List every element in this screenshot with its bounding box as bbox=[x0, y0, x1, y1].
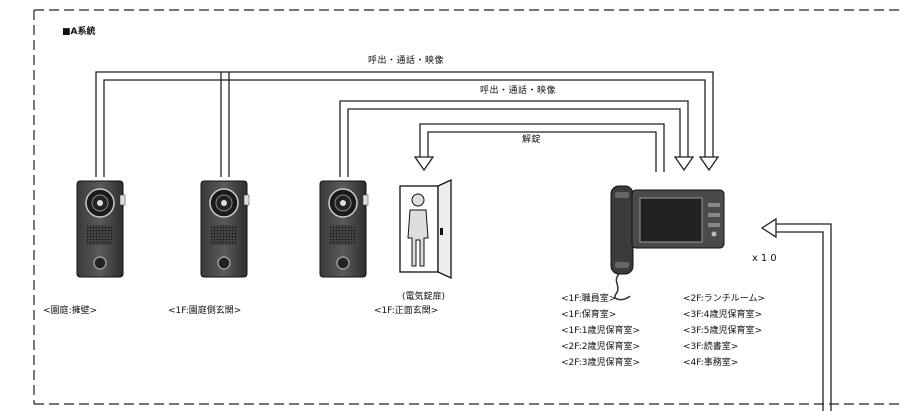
link-call-video-1 bbox=[95, 71, 720, 177]
handset-cord-icon bbox=[614, 273, 631, 301]
caption-garden-wall: <園庭:擁壁> bbox=[43, 306, 98, 316]
caption-1f-main-entrance: <1F:正面玄関> bbox=[374, 306, 439, 316]
monitor-room-list: <1F:職員室> <2F:ランチルーム> <1F:保育室> <3F:4歳児保育室… bbox=[561, 293, 813, 370]
link-label-call-video-1: 呼出・通話・映像 bbox=[368, 56, 445, 66]
room-label: <3F:5歳児保育室> bbox=[683, 326, 763, 336]
room-label: <2F:3歳児保育室> bbox=[561, 358, 641, 368]
speaker-grille-icon bbox=[330, 225, 356, 245]
link-right-return bbox=[760, 217, 832, 411]
link-call-video-2 bbox=[339, 100, 695, 177]
speaker-grille-icon bbox=[211, 225, 237, 245]
room-label: <1F:保育室> bbox=[561, 310, 617, 320]
door-station-garden-wall bbox=[76, 180, 126, 278]
room-label: <1F:1歳児保育室> bbox=[561, 326, 641, 336]
call-button-icon bbox=[93, 256, 107, 270]
door-station-1f-garden-entrance bbox=[200, 180, 250, 278]
room-label: <3F:読書室> bbox=[683, 342, 739, 352]
caption-1f-garden-entrance: <1F:園庭側玄関> bbox=[168, 306, 242, 316]
call-button-icon bbox=[217, 256, 231, 270]
handset-icon bbox=[610, 185, 634, 275]
door-station-1f-main-entrance bbox=[319, 180, 369, 278]
speaker-grille-icon bbox=[87, 225, 113, 245]
monitor-screen bbox=[639, 197, 703, 243]
electric-lock-door-icon bbox=[399, 178, 452, 280]
call-button-icon bbox=[336, 256, 350, 270]
room-label: <3F:4歳児保育室> bbox=[683, 310, 763, 320]
room-label: <2F:2歳児保育室> bbox=[561, 342, 641, 352]
room-label: <1F:職員室> bbox=[561, 294, 617, 304]
caption-electric-lock-door: (電気錠扉) bbox=[402, 292, 446, 302]
system-boundary bbox=[33, 9, 903, 405]
room-label: <4F:事務室> bbox=[683, 358, 739, 368]
room-label: <2F:ランチルーム> bbox=[683, 294, 766, 304]
system-title: ■A系統 bbox=[62, 27, 96, 37]
indoor-monitor bbox=[610, 185, 725, 301]
link-label-unlock: 解錠 bbox=[522, 135, 542, 145]
link-label-call-video-2: 呼出・通話・映像 bbox=[480, 86, 557, 96]
link-unlock bbox=[413, 123, 665, 172]
monitor-quantity: x10 bbox=[752, 253, 780, 264]
